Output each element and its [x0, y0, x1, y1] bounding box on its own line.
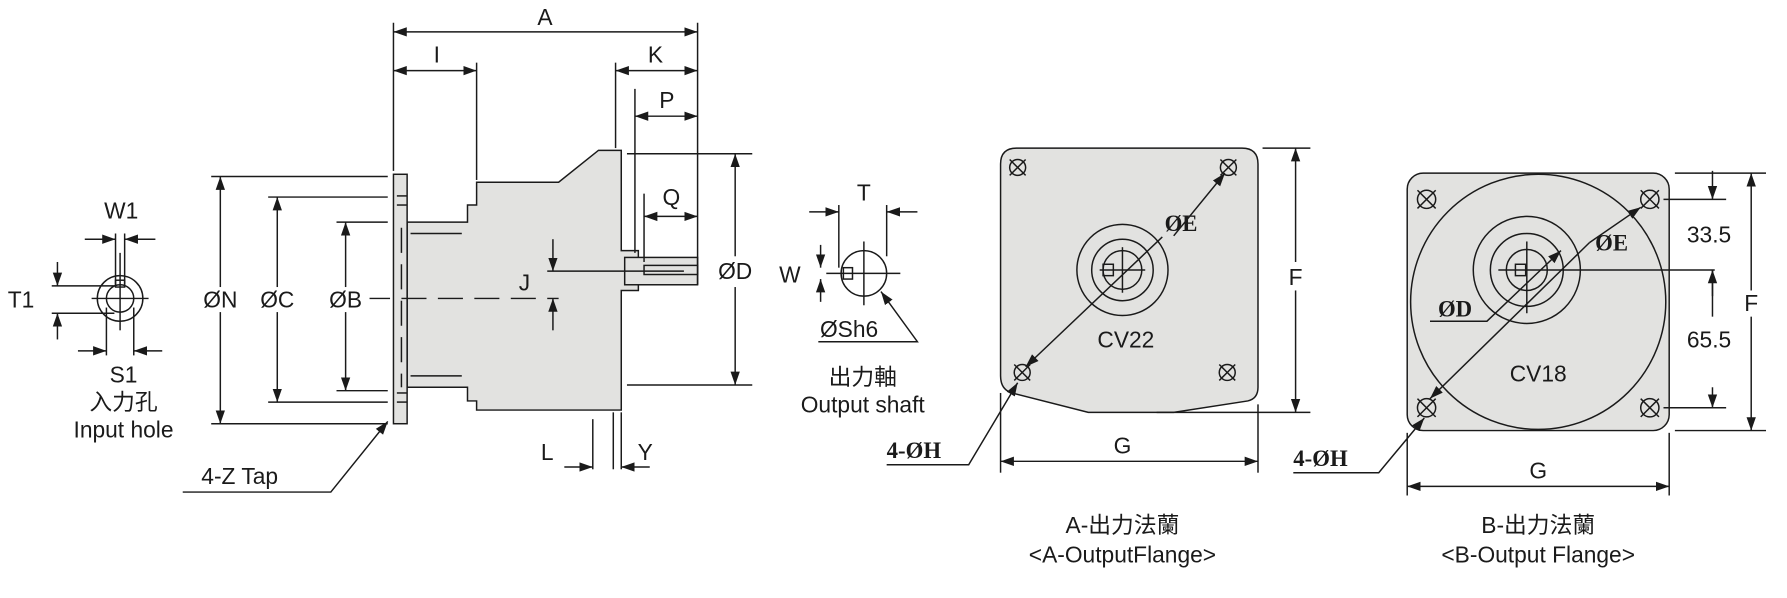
output-shaft-caption-cn: 出力軸	[829, 364, 897, 390]
dim-p-label: P	[659, 87, 674, 113]
dim-j-label: J	[519, 269, 530, 295]
dim-q-label: Q	[663, 184, 681, 210]
dim-i-label: I	[434, 42, 440, 68]
output-shaft-view: T W ØSh6 出力軸 Output shaft	[779, 179, 925, 417]
sh6-label: ØSh6	[820, 316, 878, 342]
dim-a-label: A	[537, 4, 553, 30]
flange-a-f-label: F	[1289, 264, 1303, 290]
dim-d-label: ØD	[718, 258, 752, 284]
input-hole-view: W1 T1 S1 入力孔 Input hole	[8, 198, 174, 443]
flange-a-model: CV22	[1097, 326, 1154, 352]
gearbox-body	[406, 149, 640, 411]
shaft-key	[643, 264, 699, 276]
tap-label: 4-Z Tap	[201, 463, 278, 489]
flange-a-view: ØE CV22 F G 4-ØH A-出力法蘭 <A-OutputFlange>	[887, 147, 1311, 568]
flange-b-h-label: 4-ØH	[1293, 446, 1348, 471]
dim-b-label: ØB	[329, 287, 362, 313]
flange-b-view: ØE ØD CV18 33.5 65.5 F G 4-ØH B-出力法蘭 <B-…	[1293, 170, 1767, 568]
flange-b-plate	[1406, 172, 1670, 432]
input-hole-caption-cn: 入力孔	[89, 389, 158, 415]
dim-c-label: ØC	[260, 287, 294, 313]
flange-b-model: CV18	[1510, 361, 1567, 387]
dim-n-label: ØN	[203, 287, 237, 313]
w1-label: W1	[104, 198, 138, 224]
w-label: W	[779, 261, 801, 287]
flange-b-caption-cn: B-出力法蘭	[1481, 512, 1595, 538]
output-shaft-caption-en: Output shaft	[801, 391, 926, 417]
flange-b-e-label: ØE	[1595, 231, 1628, 256]
flange-a-h-label: 4-ØH	[887, 438, 942, 463]
flange-b-g-label: G	[1529, 457, 1547, 483]
flange-a-g-label: G	[1114, 432, 1132, 458]
flange-a-caption-cn: A-出力法蘭	[1066, 512, 1180, 538]
flange-a-caption-en: <A-OutputFlange>	[1029, 542, 1216, 568]
flange-b-dim-bottom: 65.5	[1687, 326, 1731, 352]
flange-a-e-label: ØE	[1165, 211, 1198, 236]
flange-b-caption-en: <B-Output Flange>	[1441, 542, 1635, 568]
s1-label: S1	[110, 362, 138, 388]
input-hole-caption-en: Input hole	[74, 416, 174, 442]
dim-y-label: Y	[638, 439, 653, 465]
dim-l-label: L	[541, 439, 554, 465]
t-label: T	[857, 179, 871, 205]
flange-b-d-label: ØD	[1438, 297, 1472, 322]
flange-b-f-label: F	[1744, 290, 1758, 316]
flange-b-dim-top: 33.5	[1687, 222, 1731, 248]
dim-k-label: K	[648, 42, 663, 68]
side-view: A I K P Q ØD J ØN ØC ØB L Y 4-Z Tap	[182, 4, 753, 493]
t1-label: T1	[8, 287, 35, 313]
